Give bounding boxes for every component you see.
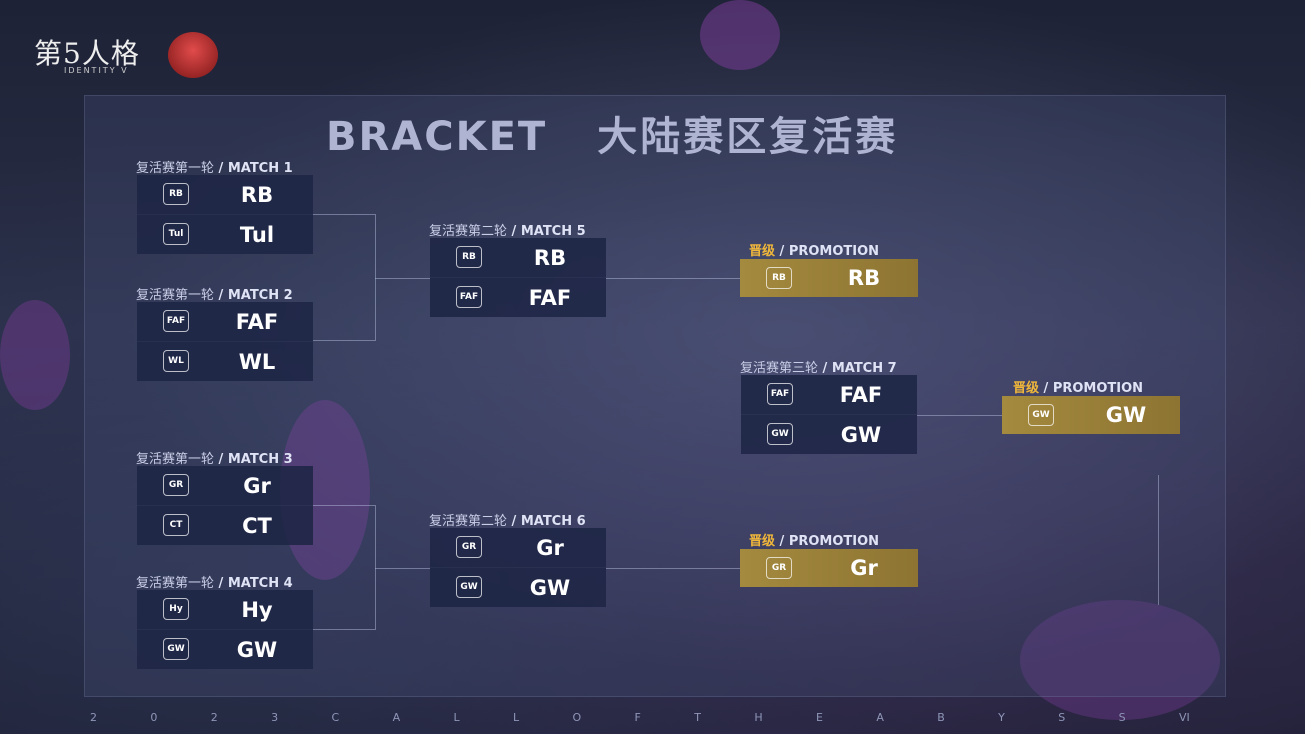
footer-letter: S — [1118, 711, 1126, 724]
match-7-label: 复活赛第三轮 / MATCH 7 — [740, 361, 897, 376]
tentacle-decoration — [0, 300, 70, 410]
team-name: Gr — [850, 556, 878, 580]
team-name: FAF — [235, 309, 279, 334]
footer-letter: T — [694, 711, 701, 724]
team-row: Hy Hy — [137, 590, 313, 629]
team-name: Hy — [241, 597, 273, 622]
team-row: GR Gr — [430, 528, 606, 567]
match-3-label: 复活赛第一轮 / MATCH 3 — [136, 452, 293, 467]
match-7-box: FAF FAF GW GW — [741, 375, 917, 454]
promotion-1-label: 晋级 / PROMOTION — [749, 244, 880, 259]
footer-letter: 3 — [271, 711, 279, 724]
footer-letter: B — [937, 711, 945, 724]
team-logo-icon: GW — [767, 423, 793, 445]
team-name: RB — [847, 266, 881, 290]
team-logo-icon: GW — [1028, 404, 1054, 426]
footer-letter: C — [331, 711, 340, 724]
footer-letter: O — [572, 711, 582, 724]
team-logo-icon: RB — [456, 246, 482, 268]
league-logo-icon — [168, 32, 218, 78]
footer-letter: 2 — [90, 711, 97, 724]
team-name: FAF — [528, 285, 572, 310]
match-3-box: GR Gr CT CT — [137, 466, 313, 545]
match-5-label: 复活赛第二轮 / MATCH 5 — [429, 224, 586, 239]
match-4-label: 复活赛第一轮 / MATCH 4 — [136, 576, 293, 591]
team-row: GW GW — [741, 414, 917, 454]
footer-letter: S — [1058, 711, 1066, 724]
team-row: GW GW — [430, 567, 606, 607]
team-row: Tul Tul — [137, 214, 313, 254]
footer-tagline: 2 0 2 3 C A L L O F T H E A B Y S S VI — [90, 711, 1190, 724]
tentacle-decoration — [700, 0, 780, 70]
match-2-label: 复活赛第一轮 / MATCH 2 — [136, 288, 293, 303]
team-logo-icon: RB — [163, 183, 189, 205]
footer-letter: L — [512, 711, 520, 724]
footer-letter: Y — [998, 711, 1005, 724]
team-row: GW GW — [137, 629, 313, 669]
team-name: CT — [242, 513, 272, 538]
team-row: RB RB — [137, 175, 313, 214]
footer-letter: H — [754, 711, 763, 724]
footer-letter: F — [634, 711, 641, 724]
tentacle-decoration — [1020, 600, 1220, 720]
match-1-label: 复活赛第一轮 / MATCH 1 — [136, 161, 293, 176]
game-logo: 第5人格 — [34, 37, 140, 70]
team-name: GW — [1105, 403, 1147, 427]
page-title: BRACKET 大陆赛区复活赛 — [326, 104, 898, 162]
team-name: Gr — [536, 535, 564, 560]
title-chinese: 大陆赛区复活赛 — [597, 114, 899, 160]
team-name: RB — [240, 182, 274, 207]
team-row: GR Gr — [137, 466, 313, 505]
team-row: CT CT — [137, 505, 313, 545]
footer-letter: A — [876, 711, 884, 724]
team-logo-icon: GR — [456, 536, 482, 558]
game-logo-subtitle: IDENTITY V — [64, 66, 129, 75]
promotion-3-box: GR Gr — [740, 549, 918, 587]
team-name: Tul — [239, 222, 275, 247]
team-name: GW — [529, 575, 571, 600]
footer-letter: L — [453, 711, 460, 724]
footer-letter: 2 — [210, 711, 218, 724]
title-english: BRACKET — [326, 114, 548, 160]
team-logo-icon: GW — [456, 576, 482, 598]
team-logo-icon: WL — [163, 350, 189, 372]
team-name: GW — [840, 422, 882, 447]
footer-letter: 0 — [150, 711, 158, 724]
promotion-3-label: 晋级 / PROMOTION — [749, 534, 880, 549]
team-name: RB — [533, 245, 567, 270]
team-row: RB RB — [430, 238, 606, 277]
promotion-1-box: RB RB — [740, 259, 918, 297]
match-1-box: RB RB Tul Tul — [137, 175, 313, 254]
team-name: FAF — [839, 382, 883, 407]
footer-letter: VI — [1179, 711, 1190, 724]
team-logo-icon: FAF — [456, 286, 482, 308]
team-name: GW — [236, 637, 278, 662]
match-6-box: GR Gr GW GW — [430, 528, 606, 607]
match-5-box: RB RB FAF FAF — [430, 238, 606, 317]
team-row: FAF FAF — [137, 302, 313, 341]
promotion-2-box: GW GW — [1002, 396, 1180, 434]
team-logo-icon: GW — [163, 638, 189, 660]
footer-letter: A — [392, 711, 401, 724]
team-logo-icon: CT — [163, 514, 189, 536]
team-row: FAF FAF — [741, 375, 917, 414]
match-2-box: FAF FAF WL WL — [137, 302, 313, 381]
team-logo-icon: FAF — [163, 310, 189, 332]
team-row: WL WL — [137, 341, 313, 381]
match-4-box: Hy Hy GW GW — [137, 590, 313, 669]
team-logo-icon: FAF — [767, 383, 793, 405]
team-name: Gr — [243, 473, 271, 498]
team-logo-icon: GR — [766, 557, 792, 579]
team-name: WL — [238, 349, 276, 374]
team-logo-icon: Tul — [163, 223, 189, 245]
team-logo-icon: GR — [163, 474, 189, 496]
match-6-label: 复活赛第二轮 / MATCH 6 — [429, 514, 586, 529]
footer-letter: E — [816, 711, 823, 724]
team-logo-icon: Hy — [163, 598, 189, 620]
promotion-2-label: 晋级 / PROMOTION — [1013, 381, 1144, 396]
team-logo-icon: RB — [766, 267, 792, 289]
team-row: FAF FAF — [430, 277, 606, 317]
